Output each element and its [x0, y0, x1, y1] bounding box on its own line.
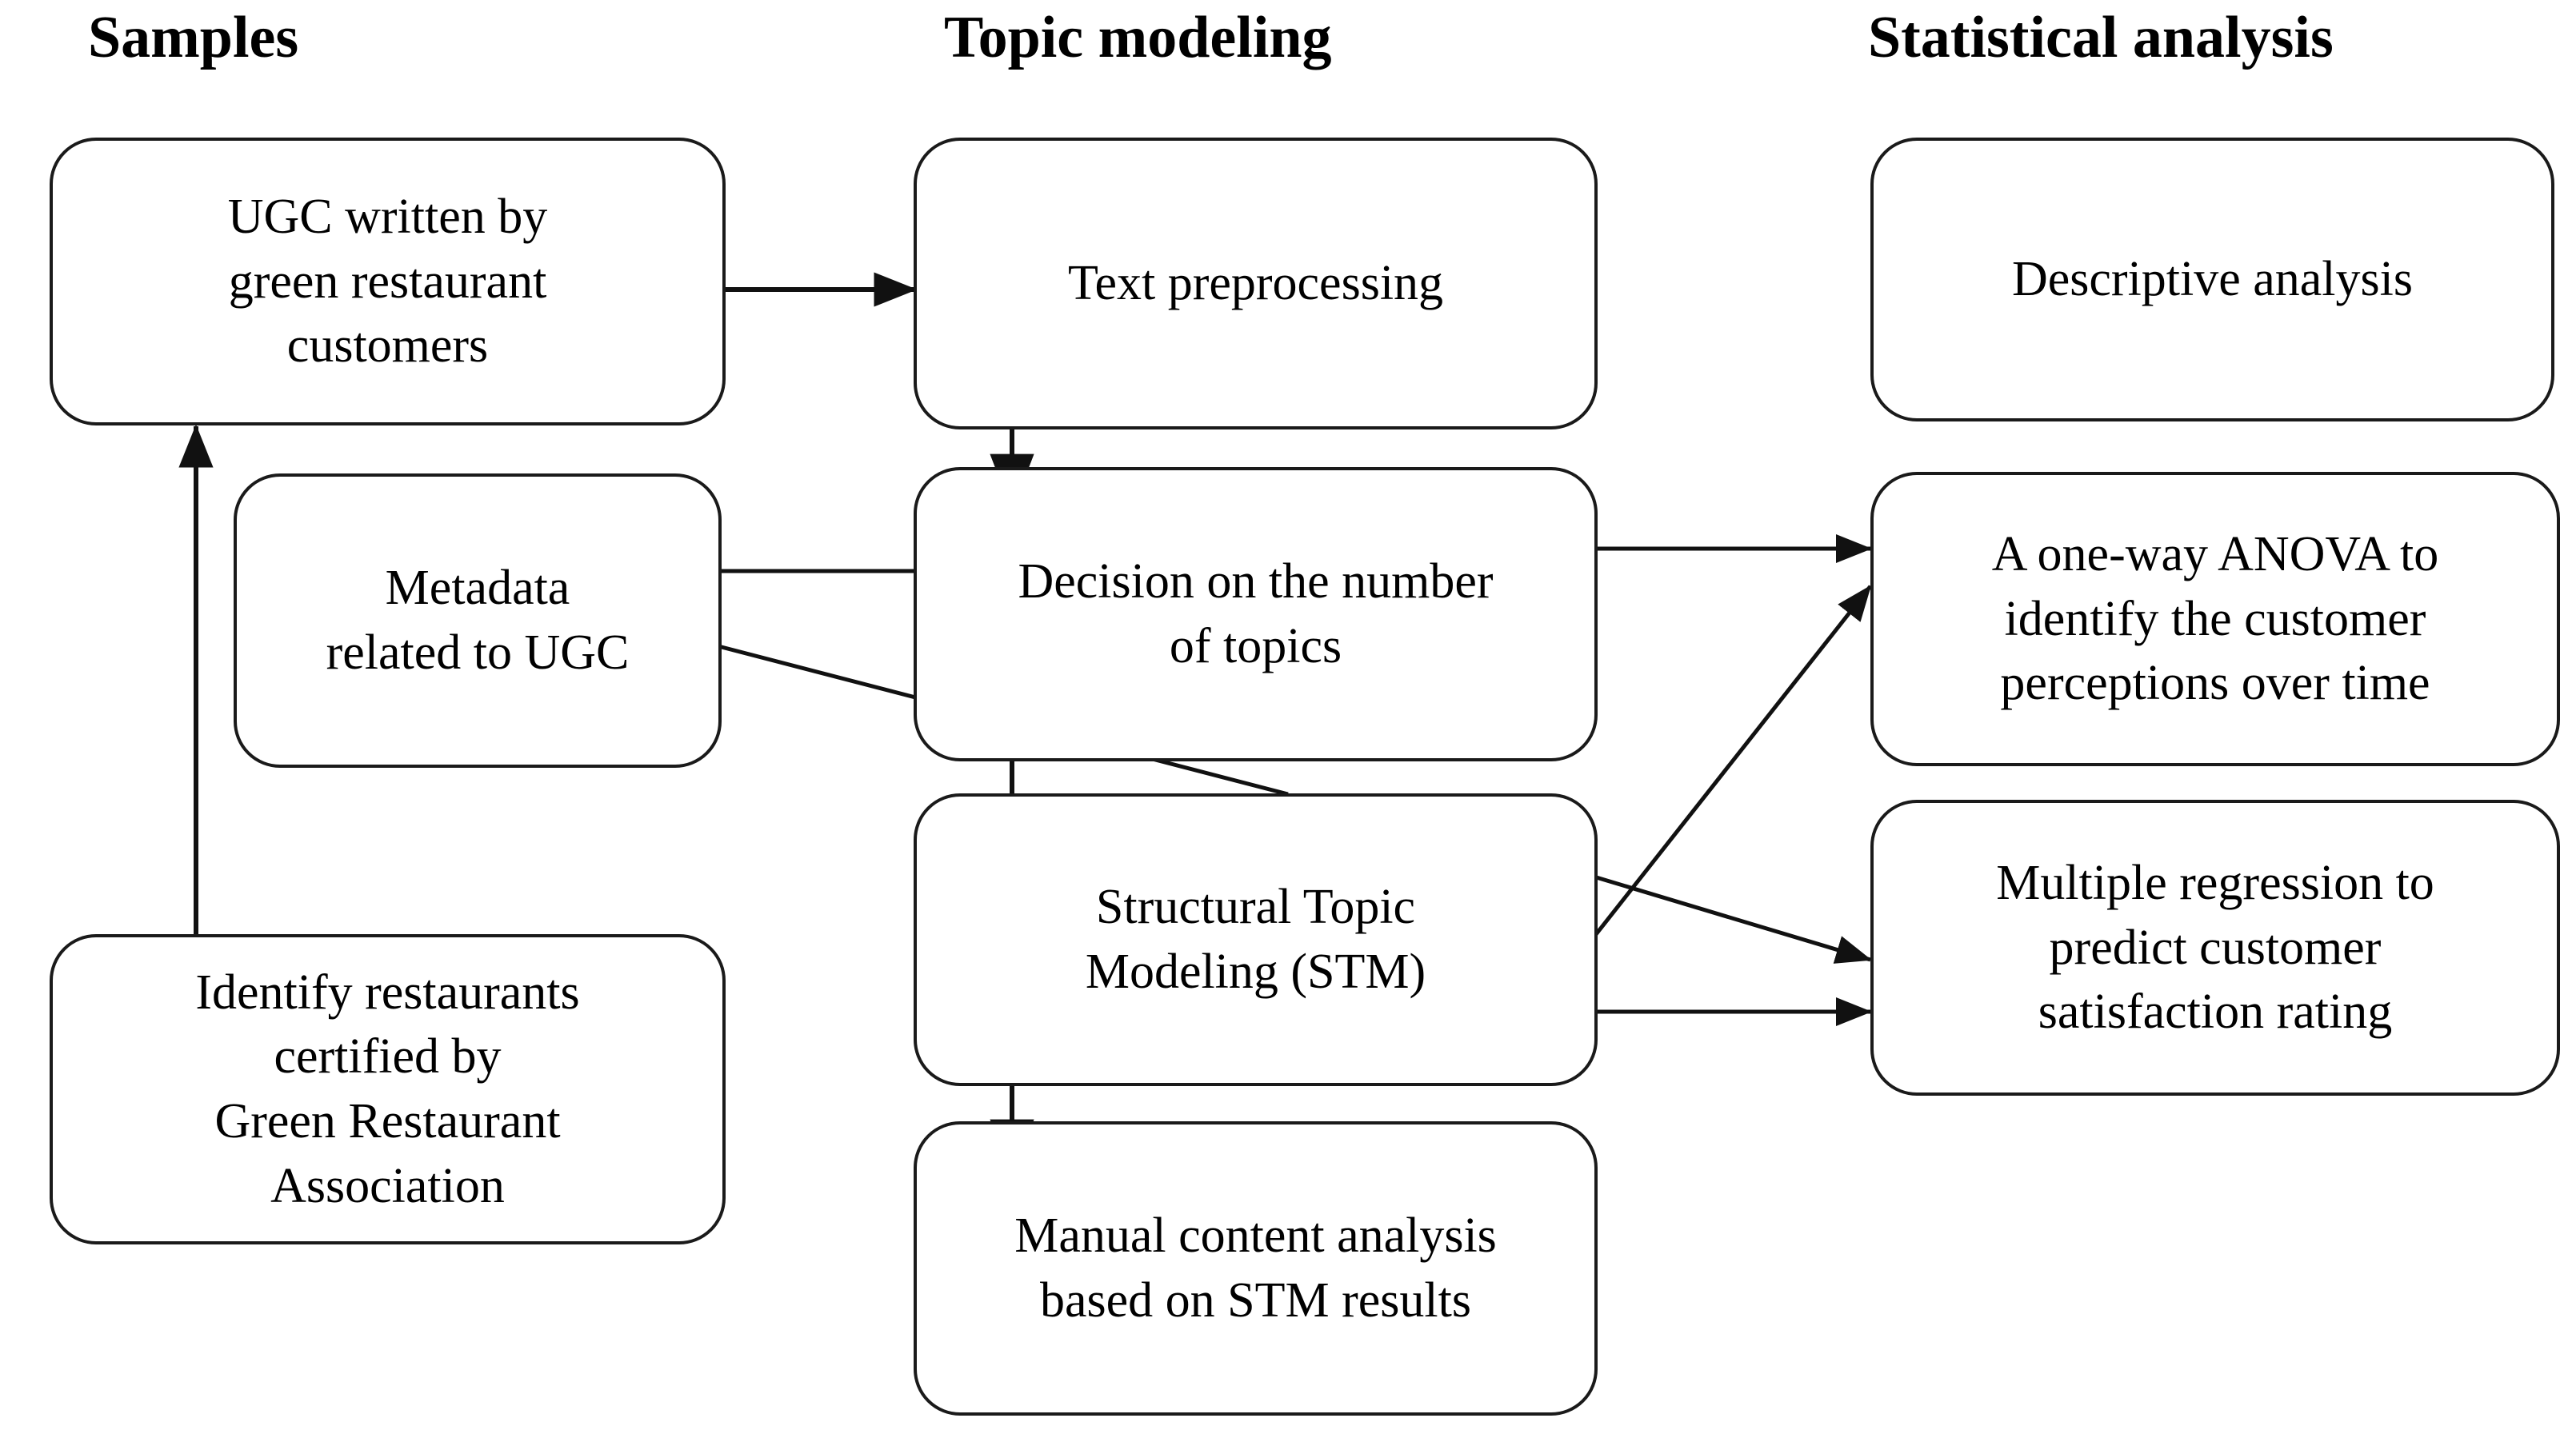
node-ugc-label: UGC written by green restaurant customer…	[227, 190, 548, 373]
node-one-way-anova-label: A one-way ANOVA to identify the customer…	[1991, 527, 2439, 711]
node-decision-on-topics[interactable]: Decision on the number of topics	[914, 467, 1598, 761]
column-header-samples: Samples	[88, 5, 299, 70]
node-text-preprocessing[interactable]: Text preprocessing	[914, 138, 1598, 429]
node-multiple-regression-label: Multiple regression to predict customer …	[1996, 856, 2434, 1040]
node-descriptive-analysis[interactable]: Descriptive analysis	[1870, 138, 2554, 421]
node-text-preprocessing-label: Text preprocessing	[1067, 256, 1444, 311]
edge-stm-to-regression-diagonal	[1593, 874, 1872, 964]
node-multiple-regression[interactable]: Multiple regression to predict customer …	[1870, 800, 2560, 1096]
column-header-statistical-analysis: Statistical analysis	[1868, 5, 2334, 70]
node-decision-on-topics-label: Decision on the number of topics	[1018, 554, 1494, 673]
node-metadata[interactable]: Metadata related to UGC	[234, 473, 722, 768]
node-manual-content-analysis-label: Manual content analysis based on STM res…	[1014, 1208, 1497, 1328]
node-metadata-label: Metadata related to UGC	[326, 561, 630, 680]
node-identify-restaurants-label: Identify restaurants certified by Green …	[195, 965, 580, 1213]
node-structural-topic-modeling[interactable]: Structural Topic Modeling (STM)	[914, 793, 1598, 1086]
edge-stm-to-anova	[1592, 585, 1872, 939]
node-one-way-anova[interactable]: A one-way ANOVA to identify the customer…	[1870, 472, 2560, 766]
column-header-topic-modeling: Topic modeling	[944, 5, 1332, 70]
node-identify-restaurants[interactable]: Identify restaurants certified by Green …	[50, 934, 726, 1244]
node-descriptive-analysis-label: Descriptive analysis	[2011, 252, 2414, 307]
node-manual-content-analysis[interactable]: Manual content analysis based on STM res…	[914, 1121, 1598, 1416]
node-ugc[interactable]: UGC written by green restaurant customer…	[50, 138, 726, 425]
node-structural-topic-modeling-label: Structural Topic Modeling (STM)	[1085, 880, 1426, 999]
